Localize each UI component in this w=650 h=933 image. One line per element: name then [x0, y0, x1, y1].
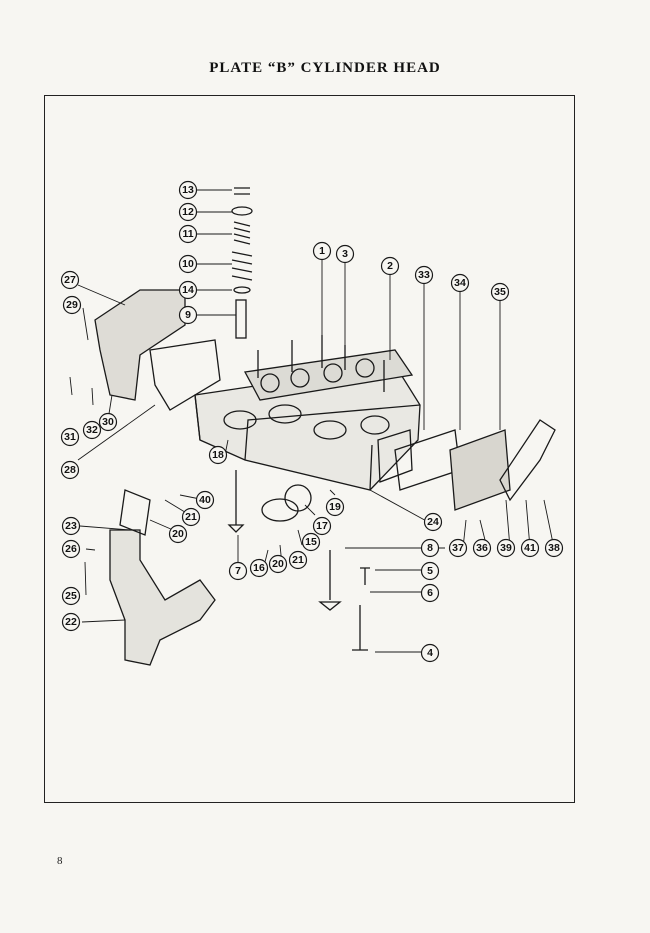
plate-frame: [44, 95, 575, 803]
callout-label: 1: [319, 245, 325, 257]
callout-21b: [288, 550, 308, 570]
callout-label: 39: [500, 542, 512, 554]
callout-31: [60, 427, 80, 447]
callout-3: [335, 244, 355, 264]
callout-label: 5: [427, 565, 433, 577]
callout-label: 31: [64, 431, 76, 443]
callout-label: 23: [65, 520, 77, 532]
callout-8: [420, 538, 440, 558]
callout-label: 4: [427, 647, 433, 659]
callout-label: 26: [65, 543, 77, 555]
page-number: 8: [57, 855, 63, 867]
callout-label: 3: [342, 248, 348, 260]
callout-40: [544, 538, 564, 558]
page-title: PLATE “B” CYLINDER HEAD: [209, 60, 441, 76]
callout-label: 11: [182, 228, 193, 240]
callout-2: [380, 256, 400, 276]
callout-26: [61, 539, 81, 559]
callout-label: 32: [86, 424, 98, 436]
callout-34: [450, 273, 470, 293]
callout-label: 7: [235, 565, 241, 577]
callout-label: 30: [102, 416, 114, 428]
callout-label: 17: [316, 520, 328, 532]
callout-7: [228, 561, 248, 581]
callout-label: 20: [272, 558, 284, 570]
leader-lines: [69, 189, 555, 653]
callout-28: [60, 460, 80, 480]
callout-label: 24: [427, 516, 439, 528]
callout-4: [420, 643, 440, 663]
callout-label: 22: [65, 616, 77, 628]
valves-drawing: [227, 470, 370, 651]
callout-14: [178, 280, 198, 300]
callout-24: [423, 512, 443, 532]
callout-17: [312, 516, 332, 536]
callout-20a: [168, 524, 188, 544]
callout-label: 14: [182, 284, 194, 296]
callout-label: 16: [253, 562, 265, 574]
callout-label: 35: [494, 286, 506, 298]
callout-label: 41: [524, 542, 536, 554]
callout-label: 13: [182, 184, 194, 196]
callout-29: [62, 295, 82, 315]
callout-37: [448, 538, 468, 558]
callout-label: 20: [172, 528, 184, 540]
callout-41: [520, 538, 540, 558]
callout-18: [208, 445, 228, 465]
callout-6: [420, 583, 440, 603]
callout-38: [195, 490, 215, 510]
callout-label: 36: [476, 542, 488, 554]
callout-27: [60, 270, 80, 290]
callout-21a: [181, 507, 201, 527]
callout-12: [178, 202, 198, 222]
callout-5: [420, 561, 440, 581]
callout-label: 25: [65, 590, 77, 602]
callout-35: [414, 265, 434, 285]
callout-label: 40: [199, 494, 211, 506]
callout-label: 38: [548, 542, 560, 554]
callout-13: [178, 180, 198, 200]
callout-label: 10: [182, 258, 194, 270]
callout-33: [490, 282, 510, 302]
callout-label: 18: [212, 449, 224, 461]
callout-label: 8: [427, 542, 433, 554]
callout-label: 12: [182, 206, 194, 218]
callout-label: 21: [292, 554, 304, 566]
callout-label: 21: [185, 511, 197, 523]
callout-label: 37: [452, 542, 464, 554]
callout-20b: [268, 554, 288, 574]
callout-32: [82, 420, 102, 440]
callout-label: 29: [66, 299, 78, 311]
callout-22: [61, 612, 81, 632]
callout-labels: 13 12 11 10 14 9 1 3 2 33 34 35 27 29 30…: [64, 184, 560, 659]
callout-label: 6: [427, 587, 433, 599]
callout-30: [98, 412, 118, 432]
callout-label: 9: [185, 309, 191, 321]
callout-11: [178, 224, 198, 244]
callout-markers: [60, 180, 564, 663]
callout-10: [178, 254, 198, 274]
callout-label: 15: [305, 536, 317, 548]
gasket-drawing: [394, 419, 556, 511]
callout-label: 28: [64, 464, 76, 476]
callout-16: [249, 558, 269, 578]
callout-1: [312, 241, 332, 261]
callout-36: [472, 538, 492, 558]
callout-label: 27: [64, 274, 76, 286]
callout-9: [178, 305, 198, 325]
callout-label: 19: [329, 501, 341, 513]
callout-label: 2: [387, 260, 393, 272]
callout-label: 33: [418, 269, 430, 281]
callout-19: [325, 497, 345, 517]
callout-label: 34: [454, 277, 466, 289]
callout-39: [496, 538, 516, 558]
valve-gear-drawing: [231, 187, 253, 339]
cylinder-head-drawing: [194, 335, 421, 491]
side-cover-drawing: [94, 289, 221, 411]
callout-23: [61, 516, 81, 536]
callout-25: [61, 586, 81, 606]
callout-15: [301, 532, 321, 552]
